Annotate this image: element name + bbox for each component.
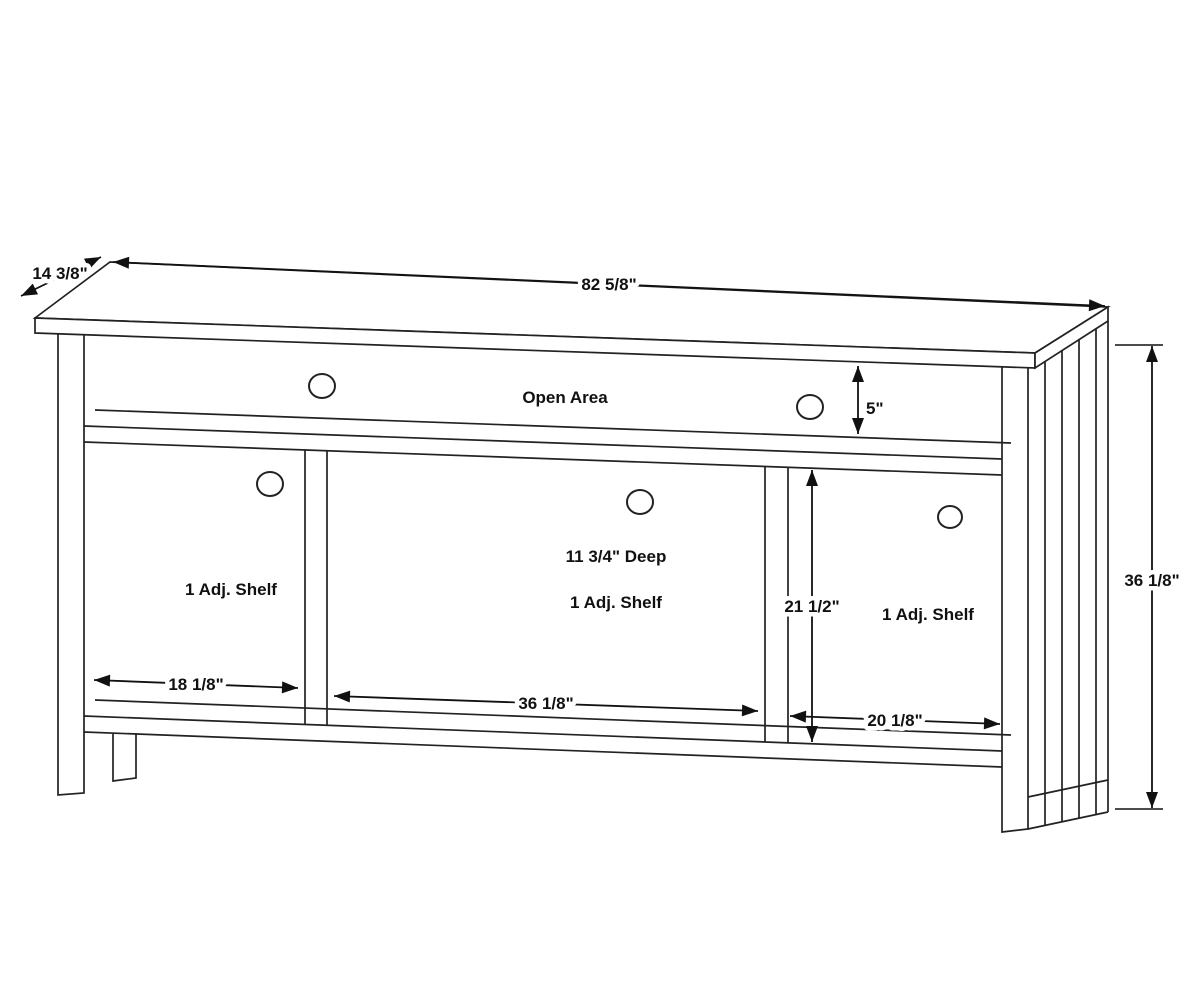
left-rear-foot [112, 733, 137, 782]
label-left-shelf-note: 1 Adj. Shelf [185, 580, 277, 599]
label-open-area: Open Area [522, 388, 608, 407]
dimension-labels: 82 5/8" 14 3/8" Open Area 5" 36 1/8" 21 … [28, 260, 1184, 735]
dim-ticks-overall-height [1115, 344, 1163, 810]
cable-hole-center-section [626, 489, 654, 515]
label-depth-note: 11 3/4" Deep [566, 547, 667, 566]
middle-shelf-front-bottom [83, 441, 1003, 476]
left-leg [57, 334, 85, 796]
label-left-width: 18 1/8" [168, 675, 223, 694]
divider-left-outline [304, 450, 328, 725]
bottom-shelf-front-top [83, 715, 1003, 752]
bottom-shelf-front-bottom [83, 731, 1003, 768]
right-side-bottom-rail [1027, 779, 1109, 798]
divider-right [764, 466, 789, 743]
label-right-shelf-note: 1 Adj. Shelf [882, 605, 974, 624]
label-open-area-height: 5" [866, 399, 884, 418]
middle-shelf-back-edge [94, 409, 1012, 444]
label-center-shelf-note: 1 Adj. Shelf [570, 593, 662, 612]
label-center-height: 21 1/2" [784, 597, 839, 616]
dim-line-top-depth [20, 256, 102, 297]
middle-shelf-front-top [83, 425, 1003, 460]
label-top-width: 82 5/8" [581, 275, 636, 294]
divider-right-outline [764, 466, 789, 743]
cable-hole-open-area-right [796, 394, 824, 420]
left-leg-outline [57, 334, 85, 796]
dim-line-right-width [789, 710, 1001, 730]
dimension-lines [20, 256, 1163, 810]
middle-shelf [83, 409, 1012, 476]
right-side-bottom-edge [1027, 811, 1109, 830]
cable-hole-left-section [256, 471, 284, 497]
cable-hole-open-area-left [308, 373, 336, 399]
dim-line-top-width [112, 256, 1106, 312]
label-overall-height: 36 1/8" [1124, 571, 1179, 590]
right-front-leg-outline [1001, 367, 1029, 833]
right-front-leg [1001, 367, 1029, 833]
cable-hole-right-section [937, 505, 963, 529]
right-side-slats [1044, 329, 1097, 825]
dim-line-left-width [93, 674, 299, 694]
label-right-width: 20 1/8" [867, 711, 922, 730]
label-top-depth: 14 3/8" [32, 264, 87, 283]
left-rear-foot-outline [112, 733, 137, 782]
dim-line-center-width [333, 690, 759, 717]
divider-left [304, 450, 328, 725]
label-center-width: 36 1/8" [518, 694, 573, 713]
top-panel [32, 261, 1111, 370]
right-side-panel [1027, 321, 1109, 830]
cable-holes [256, 373, 963, 529]
